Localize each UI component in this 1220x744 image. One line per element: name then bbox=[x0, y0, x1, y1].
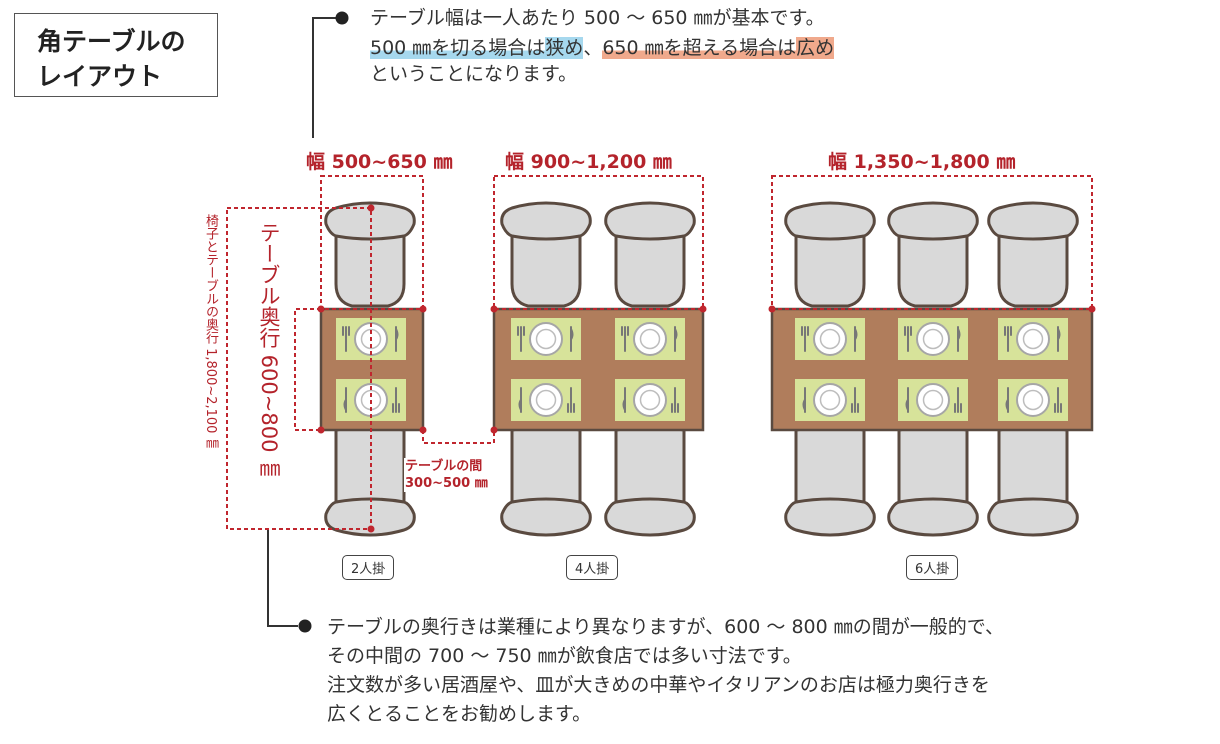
caption-2-seats: 2人掛 bbox=[342, 555, 395, 580]
gap-label: テーブルの間 300~500 ㎜ bbox=[404, 458, 489, 492]
caption-6-seats: 6人掛 bbox=[906, 555, 959, 580]
comma: 、 bbox=[583, 37, 603, 59]
table-depth-label: テーブル奥行 600~800 ㎜ bbox=[257, 222, 281, 481]
chair-icon bbox=[500, 425, 592, 537]
chair-icon bbox=[500, 201, 592, 308]
table-4 bbox=[492, 307, 705, 432]
table-2 bbox=[319, 307, 425, 432]
title-line-2: レイアウト bbox=[37, 62, 163, 91]
top-note-line-1: テーブル幅は一人あたり 500 ～ 650 ㎜が基本です。 bbox=[370, 7, 825, 29]
bottom-note: テーブルの奥行きは業種により異なりますが、600 ～ 800 ㎜の間が一般的で、… bbox=[327, 613, 1004, 729]
chair-icon bbox=[784, 201, 876, 308]
bottom-note-line-3: 注文数が多い居酒屋や、皿が大きめの中華やイタリアンのお店は極力奥行きを bbox=[327, 674, 990, 696]
chair-icon bbox=[784, 425, 876, 537]
top-note-line-3: ということになります。 bbox=[370, 63, 578, 85]
narrow-condition: 500 ㎜を切る場合は bbox=[370, 37, 546, 59]
bottom-note-line-2: その中間の 700 ～ 750 ㎜が飲食店では多い寸法です。 bbox=[327, 645, 802, 667]
chair-icon bbox=[604, 201, 696, 308]
gap-label-line-2: 300~500 ㎜ bbox=[405, 476, 488, 491]
wide-label: 広め bbox=[796, 37, 835, 59]
title-box: 角テーブルの レイアウト bbox=[14, 13, 218, 97]
width-label-4: 幅 900~1,200 ㎜ bbox=[505, 151, 672, 173]
chair-icon bbox=[887, 425, 979, 537]
bottom-note-line-1: テーブルの奥行きは業種により異なりますが、600 ～ 800 ㎜の間が一般的で、 bbox=[327, 616, 1004, 638]
chair-icon bbox=[604, 425, 696, 537]
title-line-1: 角テーブルの bbox=[37, 27, 186, 56]
caption-4-seats: 4人掛 bbox=[566, 555, 619, 580]
dimension-dots bbox=[317, 204, 1096, 533]
chair-icon bbox=[987, 201, 1079, 308]
table-6 bbox=[770, 307, 1094, 432]
chair-icon bbox=[887, 201, 979, 308]
width-label-2: 幅 500~650 ㎜ bbox=[306, 151, 453, 173]
wide-condition: 650 ㎜を超える場合は bbox=[602, 37, 797, 59]
width-label-6: 幅 1,350~1,800 ㎜ bbox=[828, 151, 1016, 173]
top-note: テーブル幅は一人あたり 500 ～ 650 ㎜が基本です。 500 ㎜を切る場合… bbox=[370, 5, 835, 87]
top-note-line-2: 500 ㎜を切る場合は狭め、650 ㎜を超える場合は広め bbox=[370, 35, 835, 61]
dimension-guides bbox=[226, 175, 1093, 530]
narrow-label: 狭め bbox=[545, 37, 584, 59]
chairs-top bbox=[324, 201, 1079, 308]
chair-icon bbox=[987, 425, 1079, 537]
bottom-note-line-4: 広くとることをお勧めします。 bbox=[327, 703, 592, 725]
gap-label-line-1: テーブルの間 bbox=[405, 459, 483, 474]
chair-table-depth-label: 椅子とテーブルの奥行 1,800~2,100 ㎜ bbox=[203, 214, 218, 451]
